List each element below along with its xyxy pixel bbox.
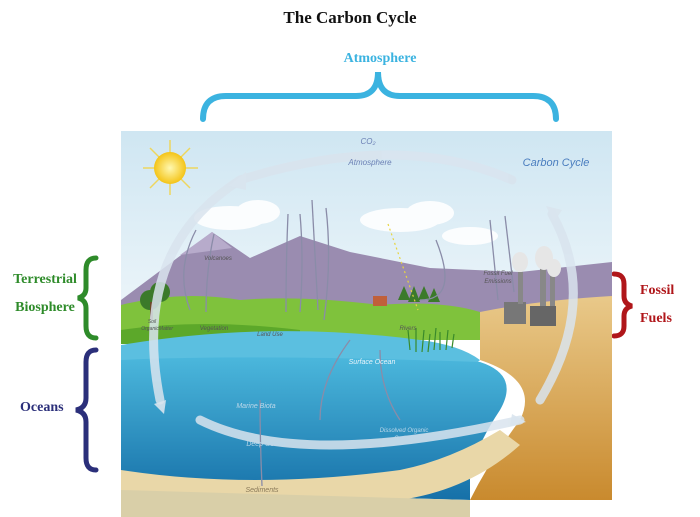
sediments-label: Sediments: [245, 487, 279, 494]
atmosphere-bracket: [203, 72, 556, 119]
soil-organic-matter-label-2: Organic: [141, 326, 159, 332]
land-use-label: Land Use: [257, 332, 283, 338]
soil-organic-matter-label-3: Matter: [159, 326, 174, 332]
co2-label: CO₂: [360, 137, 375, 146]
deep-ocean-label: Deep Ocean: [246, 441, 285, 448]
carbon-cycle-inner-label: Carbon Cycle: [523, 157, 590, 169]
soil-organic-matter-label-1: Soil: [148, 319, 157, 325]
oceans-bracket: [76, 350, 96, 470]
terrestrial-bracket: [78, 258, 96, 338]
volcanoes-label: Volcanoes: [204, 256, 232, 262]
dissolved-organic-carbon-label-2: Carbon: [394, 436, 414, 442]
fossil-fuels-bracket: [614, 274, 632, 336]
rivers-label: Rivers: [399, 326, 416, 332]
atmosphere-inner-label: Atmosphere: [347, 158, 392, 167]
vegetation-label: Vegetation: [200, 326, 229, 332]
fossil-fuel-emissions-label-1: Fossil Fuel: [483, 271, 513, 277]
sun-icon: [143, 140, 198, 195]
fossil-fuel-emissions-label-2: Emissions: [484, 279, 511, 285]
dissolved-organic-carbon-label-1: Dissolved Organic: [380, 428, 429, 434]
marine-biota-label: Marine Biota: [236, 403, 275, 410]
surface-ocean-label: Surface Ocean: [349, 359, 396, 366]
house-icon: [373, 296, 387, 306]
